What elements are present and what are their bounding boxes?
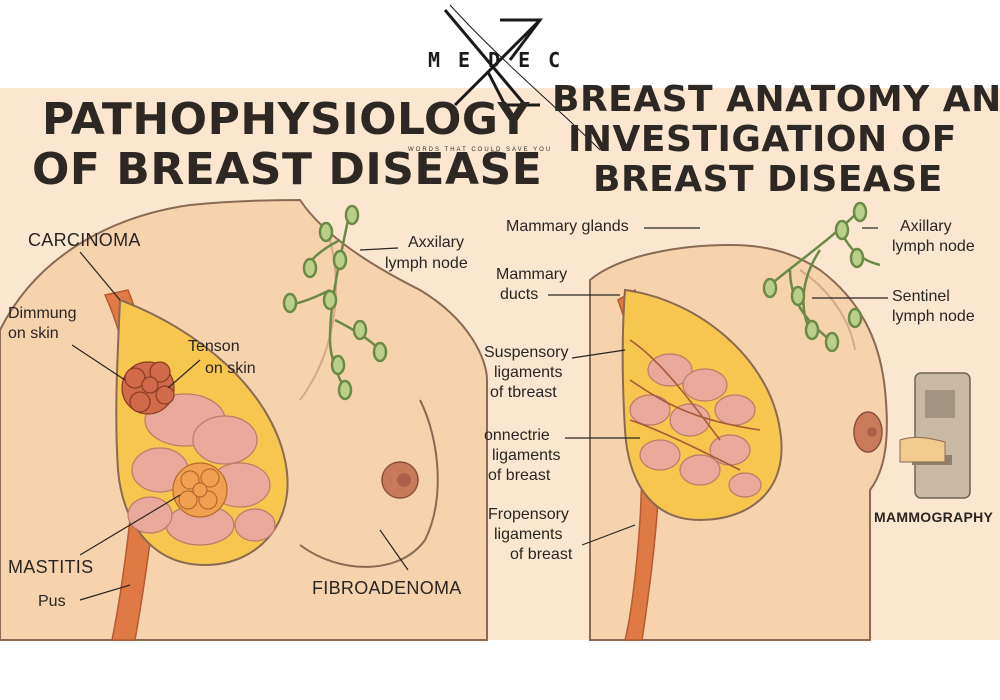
label-dimpling-line-1: Dimmung [8,305,77,322]
medec-logo-swoosh [449,4,601,151]
label-axillary-left-line-2: lymph node [385,255,468,272]
label-tension-line-2: on skin [205,360,256,377]
logo-tagline: WORDS THAT COULD SAVE YOU [408,147,553,153]
left-fibroadenoma-mass [172,462,228,518]
label-pus: Pus [38,593,66,610]
right-lymph-chain [762,201,881,353]
left-leader-lines [71,247,409,601]
right-nipple [853,411,883,453]
logo-wordmark: MEDEC [428,48,579,72]
label-connective-line-1: onnectrie [484,427,550,444]
mammography-machine [899,372,971,499]
right-title-line-1: BREAST ANATOMY AND [552,79,1000,120]
left-title-line-1: PATHOPHYSIOLOGY [42,94,530,145]
left-lymph-chain [282,204,388,401]
label-fibroadenoma: FIBROADENOMA [312,578,462,598]
right-ducts [629,339,761,471]
label-suspensory-line-1: Suspensory [484,344,569,361]
label-mammary-ducts-line-2: ducts [500,286,539,303]
label-connective-line-2: ligaments [492,447,561,464]
label-suspensory-line-2: ligaments [494,364,563,381]
left-title-line-2: OF BREAST DISEASE [32,144,543,195]
label-mammary-glands: Mammary glands [506,218,629,235]
label-fropensory-line-1: Fropensory [488,506,569,523]
label-mammary-ducts-line-1: Mammary [496,266,568,283]
label-carcinoma: CARCINOMA [28,230,141,250]
label-fropensory-line-3: of breast [510,546,573,563]
label-fropensory-line-2: ligaments [494,526,563,543]
label-sentinel-line-1: Sentinel [892,288,950,305]
left-carcinoma-mass [121,361,175,415]
label-axillary-right-line-2: lymph node [892,238,975,255]
right-title-line-3: BREAST DISEASE [593,159,943,200]
label-mammography: MAMMOGRAPHY [874,509,994,525]
label-sentinel-line-2: lymph node [892,308,975,325]
label-axillary-left-line-1: Axxilary [408,234,465,251]
label-suspensory-line-3: of tbreast [490,384,557,401]
label-mastitis: MASTITIS [8,557,94,577]
label-axillary-right-line-1: Axillary [900,218,952,235]
label-connective-line-3: of breast [488,467,551,484]
right-leader-lines [548,227,888,546]
right-gland-lobes [629,353,762,498]
right-title-line-2: INVESTIGATION OF [568,119,957,160]
medec-logo-x [443,9,543,107]
label-dimpling-line-2: on skin [8,325,59,342]
left-nipple [381,461,419,499]
label-tension-line-1: Tenson [188,338,240,355]
